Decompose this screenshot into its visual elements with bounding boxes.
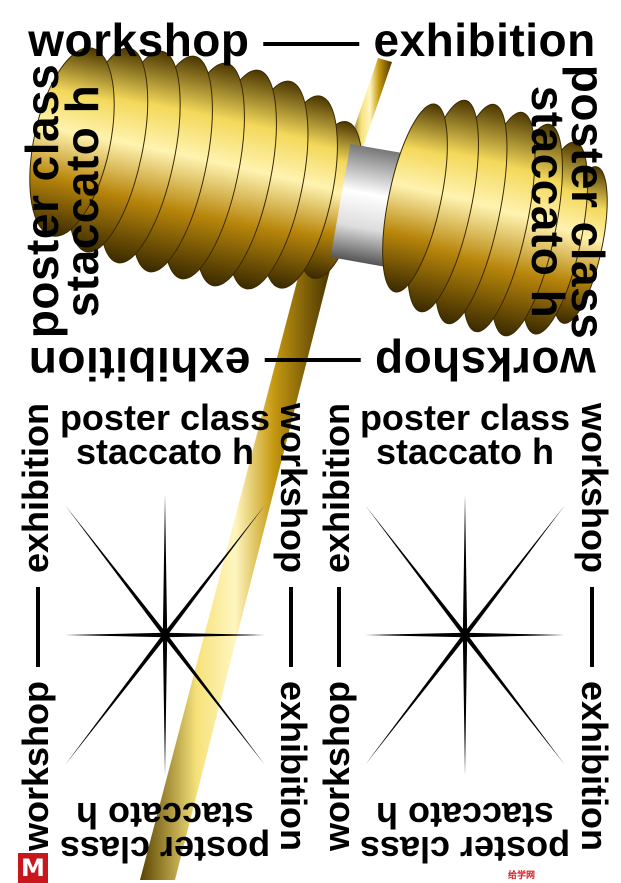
- title-line-1: poster class: [59, 397, 271, 438]
- star1-ray: [65, 632, 165, 638]
- col-workshop: workshop: [574, 402, 615, 574]
- col-exhibition: exhibition: [273, 681, 314, 852]
- star2-ray: [463, 505, 565, 637]
- title-line-2: staccato h: [375, 795, 555, 836]
- star1-ray: [65, 633, 167, 765]
- panel1-right-column: workshop exhibition: [273, 402, 314, 852]
- col-exhibition: exhibition: [316, 402, 357, 573]
- dash-line: [337, 586, 342, 667]
- top-workshop: workshop: [28, 14, 250, 66]
- star2-ray: [463, 633, 565, 765]
- panel1-title-inverted: poster class staccato h: [59, 795, 271, 870]
- panel2-title: poster class staccato h: [359, 397, 571, 472]
- title-line-2: staccato h: [375, 431, 555, 472]
- title-line-2: staccato h: [75, 431, 255, 472]
- title-line-1: poster class: [562, 64, 614, 340]
- panel2-title-inverted: poster class staccato h: [359, 795, 571, 870]
- inverted-workshop: workshop: [374, 338, 596, 390]
- star2-ray: [465, 632, 565, 638]
- inverted-exhibition: exhibition: [28, 338, 251, 390]
- top-right-title: poster class staccato h: [522, 64, 614, 340]
- title-line-2: staccato h: [522, 85, 574, 319]
- title-line-2: staccato h: [56, 84, 108, 318]
- gavel-head-left: [29, 47, 363, 290]
- watermark-logo: M: [18, 853, 48, 883]
- watermark-site-name: 给学网: [508, 870, 536, 880]
- top-left-title: poster class staccato h: [16, 64, 108, 338]
- star1-ray: [162, 635, 168, 775]
- star2-ray: [365, 632, 465, 638]
- dash-line: [36, 586, 41, 667]
- gavel-handle: [140, 270, 330, 880]
- star1-ray: [65, 505, 167, 637]
- star1-ray: [163, 633, 265, 765]
- star2-ray: [462, 635, 468, 775]
- star1-ray: [162, 495, 168, 635]
- title-line-1: poster class: [359, 829, 571, 870]
- dash-line: [263, 41, 360, 46]
- title-line-1: poster class: [59, 829, 271, 870]
- star1-ray: [163, 505, 265, 637]
- dash-line: [264, 358, 361, 363]
- dash-line: [288, 587, 293, 668]
- col-workshop: workshop: [15, 680, 56, 852]
- star2-ray: [365, 633, 467, 765]
- panel2-right-column: workshop exhibition: [574, 402, 615, 852]
- col-workshop: workshop: [273, 402, 314, 574]
- star-marks: [65, 495, 565, 775]
- col-exhibition: exhibition: [15, 402, 56, 573]
- col-exhibition: exhibition: [574, 681, 615, 852]
- panel2-left-column: workshop exhibition: [316, 402, 357, 852]
- col-workshop: workshop: [316, 680, 357, 852]
- star1-ray: [165, 632, 265, 638]
- panel1-left-column: workshop exhibition: [15, 402, 56, 852]
- dash-line: [589, 587, 594, 668]
- title-line-2: staccato h: [75, 795, 255, 836]
- gavel-rod-top: [348, 58, 392, 150]
- inverted-row: workshop exhibition: [28, 338, 596, 390]
- title-line-1: poster class: [359, 397, 571, 438]
- top-row: workshop exhibition: [28, 17, 595, 63]
- star2-ray: [365, 505, 467, 637]
- gavel-head-right: [382, 99, 608, 337]
- star2-ray: [462, 495, 468, 635]
- panel1-title: poster class staccato h: [59, 397, 271, 472]
- top-exhibition: exhibition: [373, 14, 596, 66]
